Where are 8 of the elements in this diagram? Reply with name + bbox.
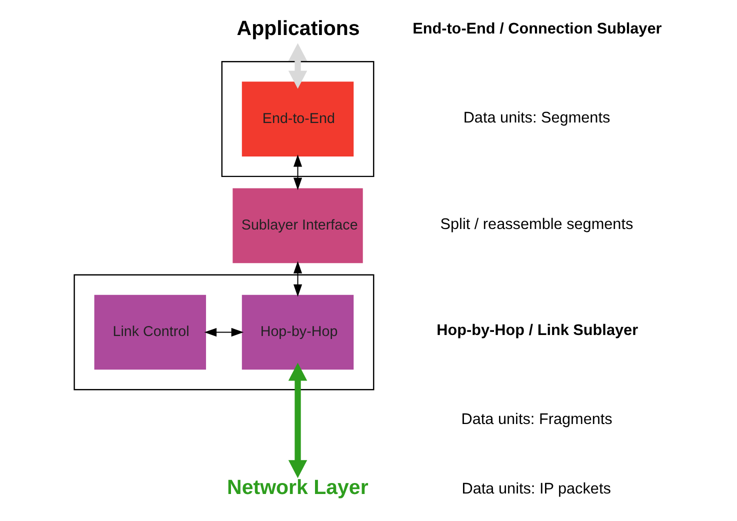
node-text: Applications	[236, 16, 360, 40]
label: End-to-End / Connection Sublayer	[412, 20, 662, 38]
label: Split / reassemble segments	[440, 216, 634, 234]
label: Hop-by-Hop / Link Sublayer	[436, 322, 638, 339]
label: Data units: Fragments	[461, 411, 612, 428]
node-text: Network Layer	[227, 476, 368, 500]
label: Data units: IP packets	[462, 480, 611, 498]
label: Data units: Segments	[463, 110, 610, 127]
